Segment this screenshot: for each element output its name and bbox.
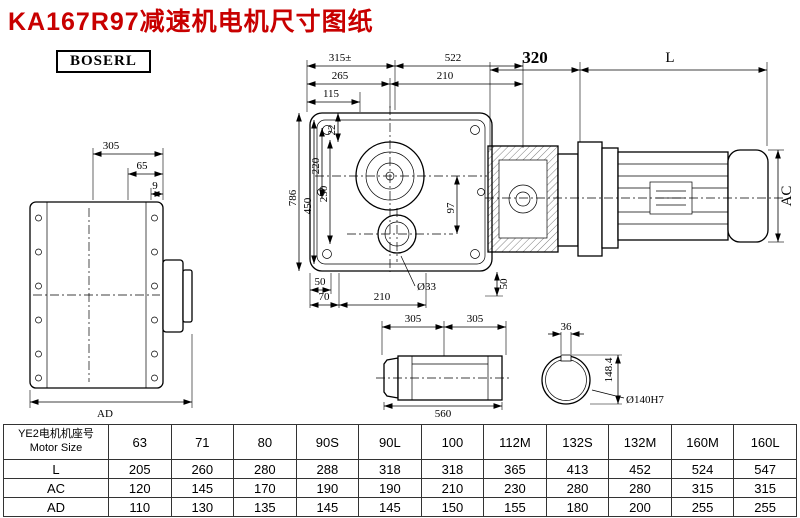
spec-cell: 210	[420, 478, 485, 498]
dim-65-label: 65	[137, 160, 149, 172]
dim-560-label: 560	[435, 408, 452, 418]
dim-97-label: 97	[445, 202, 457, 214]
spec-cell: 280	[545, 478, 610, 498]
spec-cell: 318	[358, 459, 422, 479]
spec-cell: 180	[545, 497, 610, 517]
dim-315-label: 315±	[329, 52, 352, 64]
dim-9-label: 9	[152, 180, 158, 192]
dim-210-top-label: 210	[437, 70, 454, 82]
spec-cell: 318	[420, 459, 485, 479]
dim-786-label: 786	[287, 189, 299, 206]
housing-bolt-holes	[317, 125, 485, 259]
dim-265-label: 265	[332, 70, 349, 82]
dim-70-label: 70	[319, 291, 331, 303]
row-label-L: L	[3, 459, 109, 479]
spec-cell: 170	[233, 478, 297, 498]
side-view-drawing: 305 65 9 AD	[29, 140, 193, 420]
dim-305-left-label: 305	[405, 313, 422, 325]
spec-cell: 190	[358, 478, 422, 498]
shaft-end-drawing: 36 148.4 Ø140H7	[541, 321, 664, 406]
col-header-63: 63	[108, 424, 172, 460]
motor-size-header-en: Motor Size	[29, 442, 83, 454]
dim-522-label: 522	[445, 52, 462, 64]
spec-cell: 190	[295, 478, 360, 498]
dim-115-label: 115	[323, 88, 340, 100]
col-header-71: 71	[170, 424, 235, 460]
col-header-100: 100	[420, 424, 485, 460]
spec-cell: 145	[358, 497, 422, 517]
col-header-112m: 112M	[483, 424, 547, 460]
spec-cell: 365	[483, 459, 547, 479]
row-label-AC: AC	[3, 478, 109, 498]
motor-size-header: YE2电机机座号 Motor Size	[3, 424, 109, 460]
col-header-90l: 90L	[358, 424, 422, 460]
dim-320-label: 320	[522, 48, 548, 67]
spec-cell: 145	[295, 497, 360, 517]
dim-36-label: 36	[561, 321, 573, 333]
col-header-132s: 132S	[545, 424, 610, 460]
table-row-L: L 205 260 280 288 318 318 365 413 452 52…	[3, 459, 797, 479]
spec-cell: 200	[608, 497, 672, 517]
col-header-80: 80	[233, 424, 297, 460]
row-label-AD: AD	[3, 497, 109, 517]
spec-cell: 547	[733, 459, 797, 479]
dim-d33-label: Ø33	[417, 281, 436, 293]
col-header-160m: 160M	[670, 424, 735, 460]
table-header-row: YE2电机机座号 Motor Size 63 71 80 90S 90L 100…	[3, 424, 797, 460]
spec-cell: 120	[108, 478, 172, 498]
dim-50-right-label: 50	[498, 278, 510, 290]
spec-cell: 130	[170, 497, 235, 517]
dim-AD-label: AD	[97, 408, 113, 420]
spec-cell: 145	[170, 478, 235, 498]
table-row-AD: AD 110 130 135 145 145 150 155 180 200 2…	[3, 497, 797, 517]
col-header-160l: 160L	[733, 424, 797, 460]
spec-cell: 205	[108, 459, 172, 479]
spec-cell: 150	[420, 497, 485, 517]
motor-size-header-cn: YE2电机机座号	[18, 428, 94, 441]
dim-220-label: 220	[310, 157, 322, 174]
dim-210-bottom-label: 210	[374, 291, 391, 303]
dim-250-label: 250	[318, 185, 330, 202]
col-header-90s: 90S	[295, 424, 360, 460]
dim-148-label: 148.4	[603, 357, 615, 382]
spec-cell: 315	[733, 478, 797, 498]
spec-table: YE2电机机座号 Motor Size 63 71 80 90S 90L 100…	[3, 424, 797, 517]
spec-cell: 413	[545, 459, 610, 479]
dim-d140-label: Ø140H7	[626, 394, 664, 406]
col-header-132m: 132M	[608, 424, 672, 460]
spec-cell: 260	[170, 459, 235, 479]
spec-cell: 255	[733, 497, 797, 517]
spec-cell: 230	[483, 478, 547, 498]
spec-cell: 110	[108, 497, 172, 517]
shaft-drawing: 305 305 560	[376, 313, 510, 418]
bolt-holes	[35, 214, 158, 382]
spec-cell: 280	[608, 478, 672, 498]
spec-cell: 135	[233, 497, 297, 517]
brand-logo: BOSERL	[56, 50, 151, 73]
spec-cell: 255	[670, 497, 735, 517]
spec-cell: 288	[295, 459, 360, 479]
spec-cell: 155	[483, 497, 547, 517]
dim-L-label: L	[665, 50, 674, 66]
spec-cell: 524	[670, 459, 735, 479]
spec-cell: 315	[670, 478, 735, 498]
spec-table-wrap: YE2电机机座号 Motor Size 63 71 80 90S 90L 100…	[3, 424, 797, 517]
dim-22-label: 22	[326, 125, 338, 136]
keyway-slot	[560, 354, 572, 362]
assembly-view-drawing: 320 L AC	[485, 48, 795, 257]
page-title: KA167R97减速机电机尺寸图纸	[8, 8, 374, 36]
dim-450-label: 450	[302, 197, 314, 214]
front-view-drawing: 315± 522 265 210 115 786 450 22	[287, 52, 524, 308]
table-row-AC: AC 120 145 170 190 190 210 230 280 280 3…	[3, 478, 797, 498]
dim-305-label: 305	[103, 140, 120, 152]
spec-cell: 280	[233, 459, 297, 479]
dim-AC-label: AC	[779, 186, 795, 207]
spec-cell: 452	[608, 459, 672, 479]
dim-50-left-label: 50	[315, 276, 327, 288]
dim-305-right-label: 305	[467, 313, 484, 325]
